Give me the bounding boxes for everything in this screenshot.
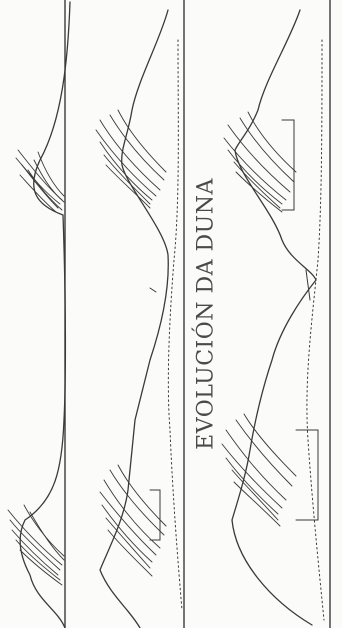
cross-bedding-2a bbox=[96, 110, 166, 208]
dune-profile-1 bbox=[8, 0, 70, 628]
dune-profile-3 bbox=[222, 0, 330, 628]
dotted-profile-3 bbox=[307, 40, 324, 620]
dune-surface-1 bbox=[20, 2, 70, 628]
small-tick-3 bbox=[306, 270, 310, 300]
dune-profile-2 bbox=[96, 0, 184, 628]
cross-bedding-2b bbox=[100, 465, 166, 576]
cross-bedding-3a bbox=[224, 112, 296, 212]
step-block-3b bbox=[296, 430, 318, 520]
dotted-profile-2 bbox=[168, 40, 182, 610]
cross-bedding-3b bbox=[222, 414, 296, 526]
figure-title: EVOLUCIÓN DA DUNA bbox=[194, 178, 219, 450]
small-tick-2 bbox=[150, 288, 156, 292]
dune-surface-2 bbox=[100, 10, 168, 628]
dune-surface-3 bbox=[232, 10, 316, 625]
cross-bedding-1b bbox=[8, 505, 64, 585]
